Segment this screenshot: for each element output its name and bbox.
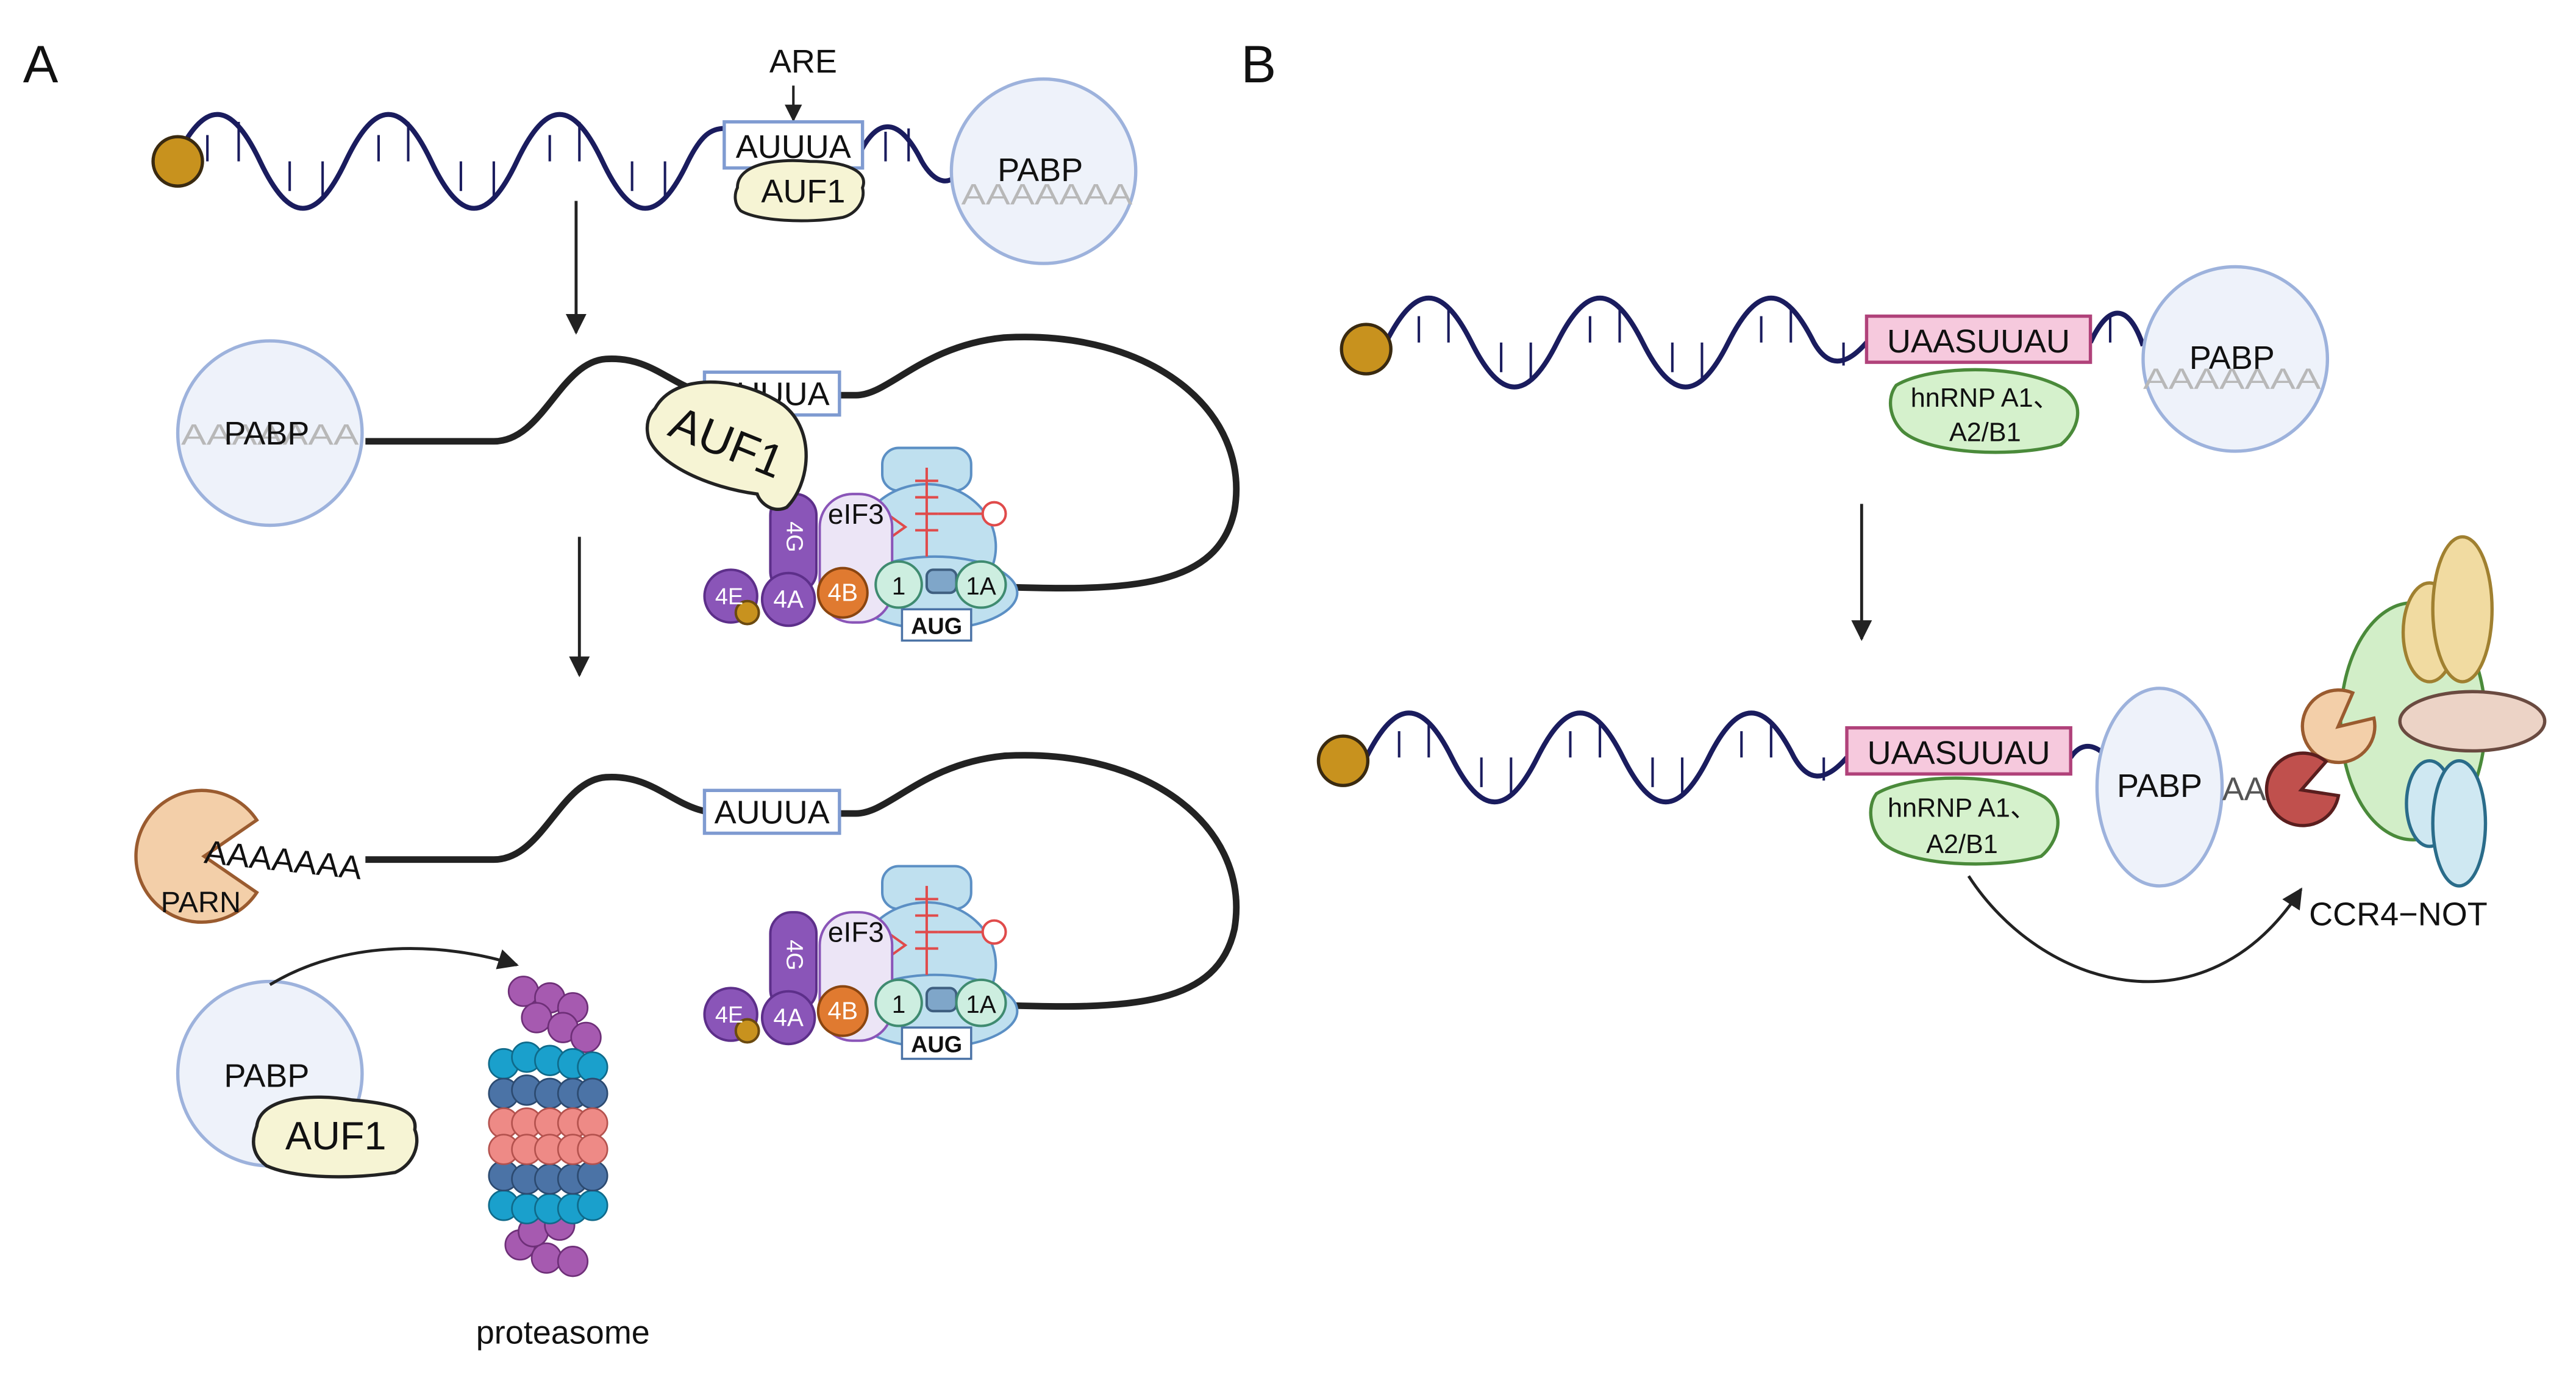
- are-sequence-3: AUUUA: [715, 794, 830, 830]
- eif4g-label: 4G: [781, 521, 807, 552]
- row2-closed-loop: AAAAAAA PABP AUUUA AUF1 4G eIF3 4E 4A 4B…: [176, 334, 1240, 641]
- uaa-box-b2: [1845, 726, 2072, 776]
- eif4b-label: 4B: [827, 579, 858, 607]
- polya-tail: AAAAAAA: [962, 178, 1133, 211]
- pabp-label-2: PABP: [224, 415, 309, 452]
- row1-b-mrna: UAASUUAU hnRNP A1、 A2/B1 AAAAAAA PABP: [1340, 265, 2330, 454]
- degradation-arrow: [269, 947, 519, 987]
- row3-degradation: PARN AAAAAAA AUUUA 4G eIF3 4E 4A 4B 1 1A…: [134, 752, 1240, 1351]
- mrna-wave-b1: [1383, 296, 2146, 390]
- eif4e-label: 4E: [715, 584, 743, 610]
- auf1-protein: [733, 159, 865, 223]
- auf1-label-3: AUF1: [285, 1113, 387, 1158]
- hnrnp-label-b1-line1: hnRNP A1、: [1911, 384, 2060, 413]
- cap-icon: [151, 135, 204, 188]
- eif4b-label-2: 4B: [827, 997, 858, 1025]
- eif4e-label-2: 4E: [715, 1002, 743, 1028]
- row2-b-decay: UAASUUAU hnRNP A1、 A2/B1 PABP AAA CCR4−N…: [1316, 535, 2547, 984]
- eif4a-label: 4A: [773, 585, 804, 613]
- uaa-sequence-b1: UAASUUAU: [1887, 323, 2070, 360]
- eif1a-label: 1A: [966, 572, 996, 600]
- hnrnp-protein-b1: [1888, 368, 2080, 454]
- hnrnp-protein-b2: [1869, 776, 2060, 866]
- parn-protein: [134, 788, 259, 924]
- panel-a-label: A: [23, 35, 59, 94]
- cap-icon-b1: [1340, 323, 1393, 376]
- eif1a-label-2: 1A: [966, 990, 996, 1018]
- hnrnp-label-b2-line1: hnRNP A1、: [1888, 793, 2036, 823]
- eif4a-label-2: 4A: [773, 1003, 804, 1031]
- cap-icon-b2: [1316, 734, 1370, 787]
- pabp-protein-b1: [2141, 265, 2330, 453]
- hnrnp-label-b1-line2: A2/B1: [1949, 418, 2021, 448]
- eif1-label: 1: [892, 572, 906, 600]
- proteasome-icon: [488, 976, 608, 1277]
- pabp-protein-2: [176, 339, 364, 527]
- mrna-loop-2: [365, 334, 1240, 592]
- decay-curve-arrow: [1967, 875, 2303, 984]
- uaa-box-b1: [1864, 314, 2093, 364]
- uaa-sequence-b2: UAASUUAU: [1868, 735, 2050, 771]
- parn-label: PARN: [161, 886, 241, 919]
- are-box-3: [702, 788, 841, 835]
- row1-mrna: [151, 112, 964, 211]
- auf1-label: AUF1: [761, 173, 845, 210]
- auf1-protein-2: [645, 380, 808, 511]
- eif4g-label-2: 4G: [781, 940, 807, 970]
- are-label: ARE: [769, 43, 837, 80]
- hnrnp-label-b2-line2: A2/B1: [1926, 830, 1998, 859]
- eif1-label-2: 1: [892, 990, 906, 1018]
- aug-label: AUG: [911, 614, 962, 640]
- eif3-label: eIF3: [828, 498, 884, 530]
- mrna-loop-3: [365, 752, 1240, 1010]
- polya-tail-2: AAAAAAA: [181, 418, 359, 451]
- pabp-label: PABP: [997, 152, 1083, 188]
- proteasome-label: proteasome: [476, 1315, 650, 1351]
- aug-label-2: AUG: [911, 1032, 962, 1058]
- ccr4-not-complex: [2264, 535, 2547, 888]
- ccr4-not-label: CCR4−NOT: [2309, 896, 2487, 933]
- pabp-protein: [949, 77, 1138, 265]
- eif3-label-2: eIF3: [828, 916, 884, 948]
- pabp-label-b1: PABP: [2189, 340, 2275, 376]
- auf1-protein-3: [252, 1095, 419, 1179]
- mrna-wave: [172, 112, 964, 211]
- pabp-label-3: PABP: [224, 1057, 309, 1094]
- pabp-protein-b2: [2095, 687, 2224, 888]
- panel-b-label: B: [1241, 35, 1277, 94]
- polya-tail-b1: AAAAAAA: [2143, 362, 2321, 395]
- pabp-label-b2: PABP: [2117, 768, 2202, 804]
